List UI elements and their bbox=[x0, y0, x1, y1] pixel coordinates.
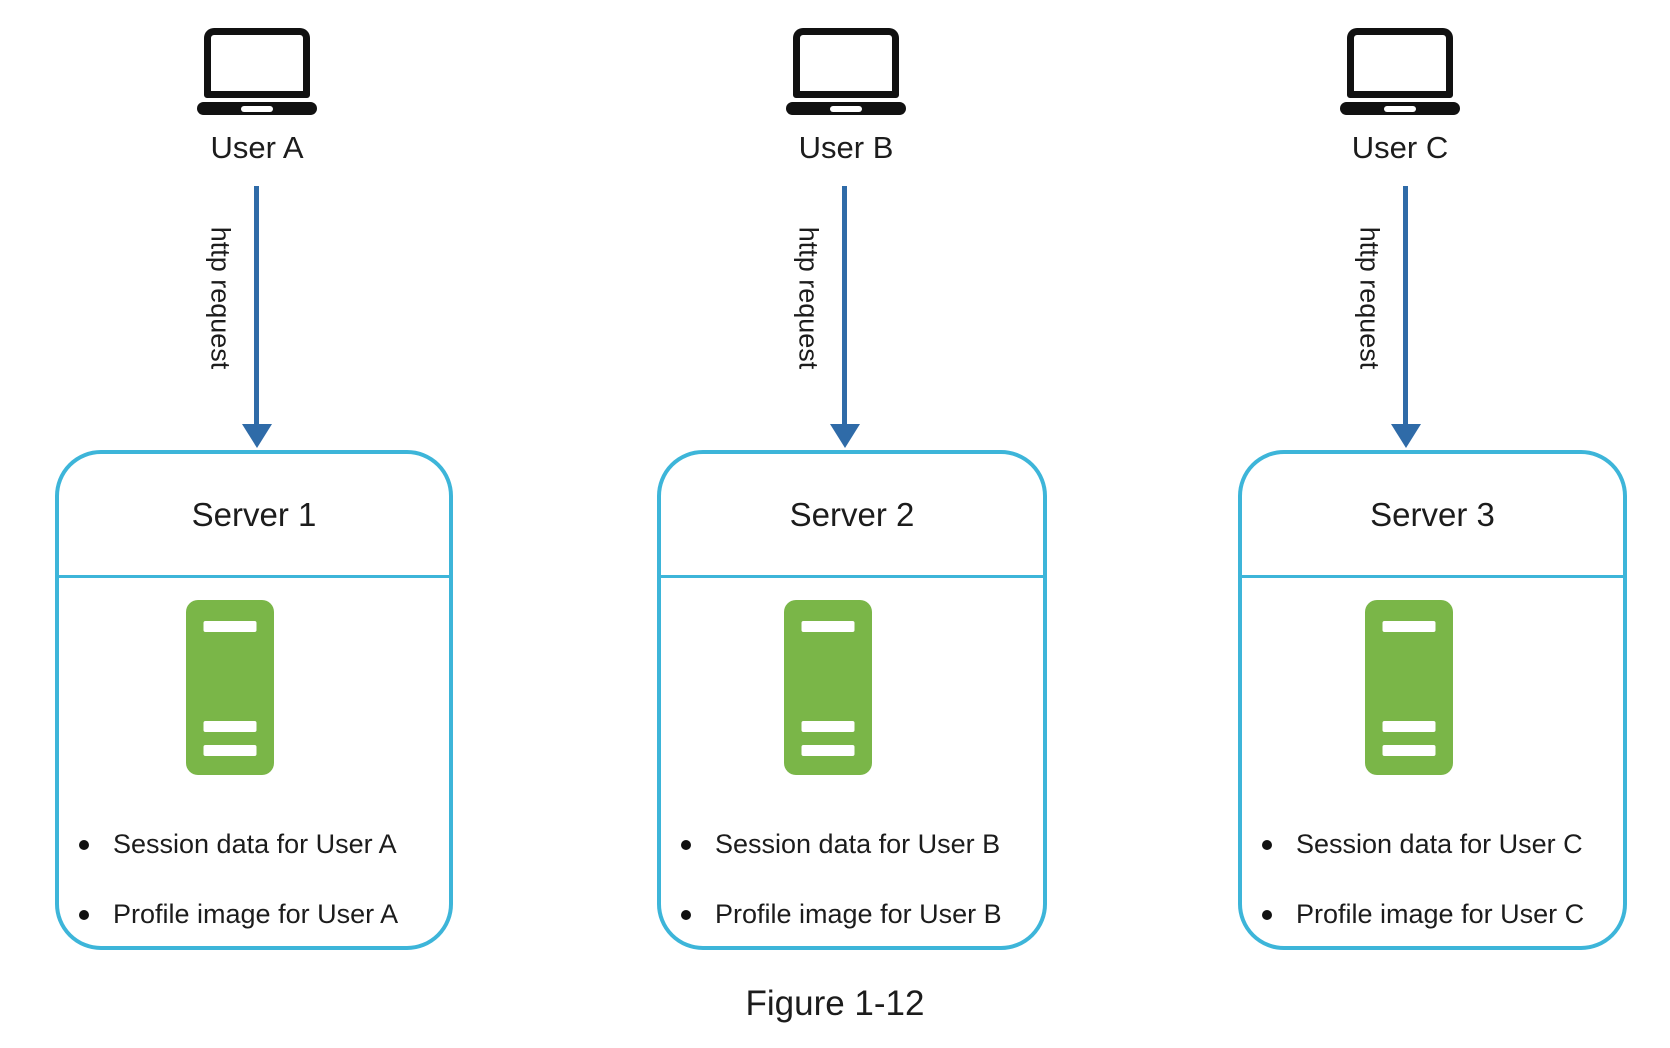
server-1-body: Session data for User A Profile image fo… bbox=[59, 600, 449, 969]
list-item: Profile image for User B bbox=[679, 898, 1035, 930]
arrow-head-icon bbox=[1391, 424, 1421, 448]
server-stripe bbox=[801, 721, 855, 732]
server-2-items: Session data for User B Profile image fo… bbox=[679, 828, 1035, 968]
laptop-notch bbox=[241, 105, 273, 112]
laptop-screen bbox=[204, 28, 310, 98]
user-c-label: User C bbox=[1351, 130, 1449, 165]
laptop-screen bbox=[793, 28, 899, 98]
http-request-label: http request bbox=[793, 226, 824, 370]
server-3-body: Session data for User C Profile image fo… bbox=[1242, 600, 1623, 969]
server-tower-icon bbox=[784, 600, 872, 775]
laptop-icon bbox=[786, 28, 906, 116]
server-2-body: Session data for User B Profile image fo… bbox=[661, 600, 1043, 969]
server-3-items: Session data for User C Profile image fo… bbox=[1260, 828, 1615, 968]
server-1-box: Server 1 Session data for User A Profile… bbox=[55, 450, 453, 950]
list-item: Session data for User A bbox=[77, 828, 441, 860]
server-2-title: Server 2 bbox=[661, 454, 1043, 578]
laptop-base bbox=[197, 102, 317, 115]
server-stripe bbox=[801, 621, 855, 632]
user-a-label: User A bbox=[210, 130, 304, 165]
server-1-title: Server 1 bbox=[59, 454, 449, 578]
server-stripe bbox=[1382, 745, 1435, 756]
arrow-head-icon bbox=[242, 424, 272, 448]
server-3-title: Server 3 bbox=[1242, 454, 1623, 578]
server-1-items: Session data for User A Profile image fo… bbox=[77, 828, 441, 968]
laptop-notch bbox=[1384, 105, 1416, 112]
http-request-label: http request bbox=[1354, 226, 1385, 370]
laptop-screen bbox=[1347, 28, 1453, 98]
list-item: Session data for User B bbox=[679, 828, 1035, 860]
server-3-box: Server 3 Session data for User C Profile… bbox=[1238, 450, 1627, 950]
figure-caption: Figure 1-12 bbox=[745, 984, 925, 1023]
server-stripe bbox=[1382, 721, 1435, 732]
laptop-notch bbox=[830, 105, 862, 112]
arrow-head-icon bbox=[830, 424, 860, 448]
server-tower-icon bbox=[1364, 600, 1453, 775]
list-item: Profile image for User C bbox=[1260, 898, 1615, 930]
server-stripe bbox=[1382, 621, 1435, 632]
http-request-arrow bbox=[1403, 186, 1408, 426]
list-item: Session data for User C bbox=[1260, 828, 1615, 860]
list-item: Profile image for User A bbox=[77, 898, 441, 930]
http-request-label: http request bbox=[205, 226, 236, 370]
server-stripe bbox=[203, 721, 257, 732]
server-stripe bbox=[203, 621, 257, 632]
laptop-base bbox=[786, 102, 906, 115]
server-stripe bbox=[203, 745, 257, 756]
laptop-base bbox=[1340, 102, 1460, 115]
http-request-arrow bbox=[254, 186, 259, 426]
laptop-icon bbox=[1340, 28, 1460, 116]
user-b-label: User B bbox=[798, 130, 894, 165]
server-2-box: Server 2 Session data for User B Profile… bbox=[657, 450, 1047, 950]
server-stripe bbox=[801, 745, 855, 756]
http-request-arrow bbox=[842, 186, 847, 426]
laptop-icon bbox=[197, 28, 317, 116]
server-tower-icon bbox=[186, 600, 274, 775]
